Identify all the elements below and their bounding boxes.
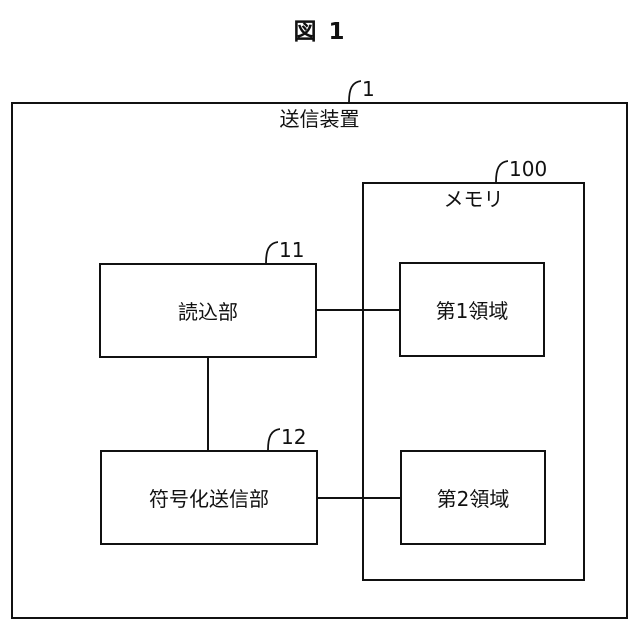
- connector-reader-to-encoder: [207, 357, 209, 451]
- reader-unit-label: 読込部: [178, 300, 238, 324]
- transmission-device-box: 送信装置: [11, 102, 628, 619]
- reference-numeral-text: 11: [279, 238, 305, 262]
- reference-numeral-100: 100: [494, 158, 547, 182]
- second-area-box: 第2領域: [400, 450, 546, 545]
- leader-hook-icon: [265, 241, 278, 263]
- connector-encoder-to-area2: [317, 497, 401, 499]
- transmission-device-label: 送信装置: [279, 107, 360, 131]
- first-area-box: 第1領域: [399, 262, 545, 357]
- connector-reader-to-area1: [316, 309, 400, 311]
- reader-unit-box: 読込部: [99, 263, 317, 358]
- encoding-transmission-unit-label: 符号化送信部: [149, 487, 269, 511]
- reference-numeral-1: 1: [347, 78, 375, 102]
- reference-numeral-11: 11: [264, 239, 304, 263]
- reference-numeral-text: 12: [281, 425, 307, 449]
- reference-numeral-text: 100: [509, 157, 548, 181]
- encoding-transmission-unit-box: 符号化送信部: [100, 450, 318, 545]
- figure-title: 図 1: [293, 19, 347, 45]
- leader-hook-icon: [495, 160, 508, 182]
- reference-numeral-12: 12: [266, 426, 306, 450]
- leader-hook-icon: [267, 428, 280, 450]
- reference-numeral-text: 1: [362, 77, 375, 101]
- memory-label: メモリ: [443, 187, 504, 211]
- first-area-label: 第1領域: [435, 299, 509, 323]
- second-area-label: 第2領域: [436, 487, 510, 511]
- leader-hook-icon: [348, 80, 361, 102]
- memory-box: メモリ: [362, 182, 585, 581]
